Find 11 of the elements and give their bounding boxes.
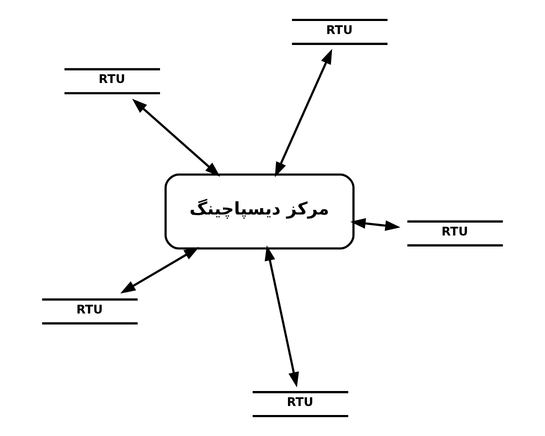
node-text: RTU: [326, 22, 353, 37]
node-box: مرکز دیسپاچینگ: [164, 174, 355, 250]
node-text: RTU: [286, 395, 314, 410]
arrow: [274, 48, 332, 178]
arrow: [132, 98, 220, 177]
node-text: RTU: [442, 224, 468, 238]
arrow: [350, 218, 400, 231]
node-text: RTU: [98, 72, 126, 86]
arrow: [120, 247, 200, 294]
node-text: RTU: [76, 302, 103, 316]
arrow: [264, 245, 299, 388]
